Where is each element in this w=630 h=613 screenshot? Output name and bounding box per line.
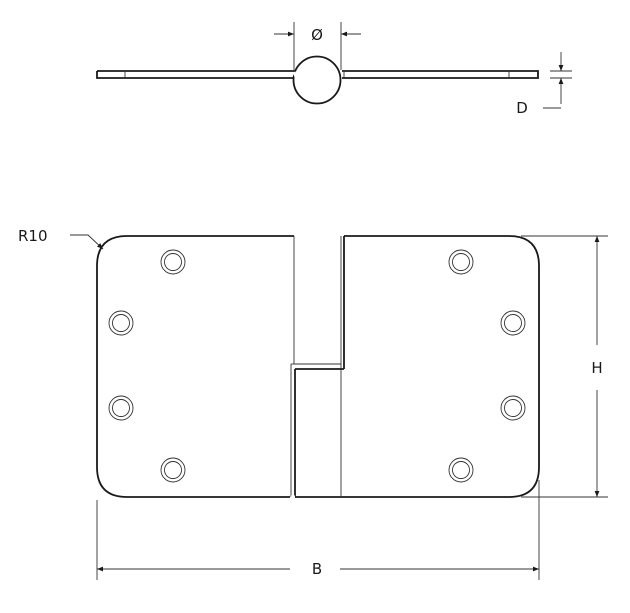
height-label: H	[591, 359, 602, 377]
right-leaf-outline	[294, 235, 540, 498]
screw-hole	[448, 457, 474, 483]
knuckle-circle	[292, 55, 342, 105]
screw-hole	[500, 395, 526, 421]
screw-hole	[500, 310, 526, 336]
side-view: Ø D	[96, 22, 572, 117]
height-dimension: H	[521, 235, 608, 498]
screw-hole	[160, 249, 186, 275]
screw-hole	[160, 457, 186, 483]
screw-hole	[108, 395, 134, 421]
knuckle-front	[290, 236, 345, 499]
width-label: B	[312, 560, 322, 578]
left-leaf-side	[96, 69, 300, 79]
screw-hole	[448, 249, 474, 275]
diameter-label: Ø	[311, 26, 323, 44]
screw-hole	[108, 310, 134, 336]
radius-label: R10	[18, 227, 48, 245]
left-leaf-holes	[108, 249, 186, 483]
width-dimension: B	[96, 480, 540, 580]
front-view: R10 H B	[18, 227, 608, 580]
right-leaf-holes	[448, 249, 526, 483]
thickness-label: D	[516, 99, 528, 117]
radius-leader	[70, 234, 104, 250]
right-leaf-side	[342, 70, 539, 79]
radius-callout: R10	[18, 227, 104, 250]
left-leaf-outline	[96, 235, 294, 498]
